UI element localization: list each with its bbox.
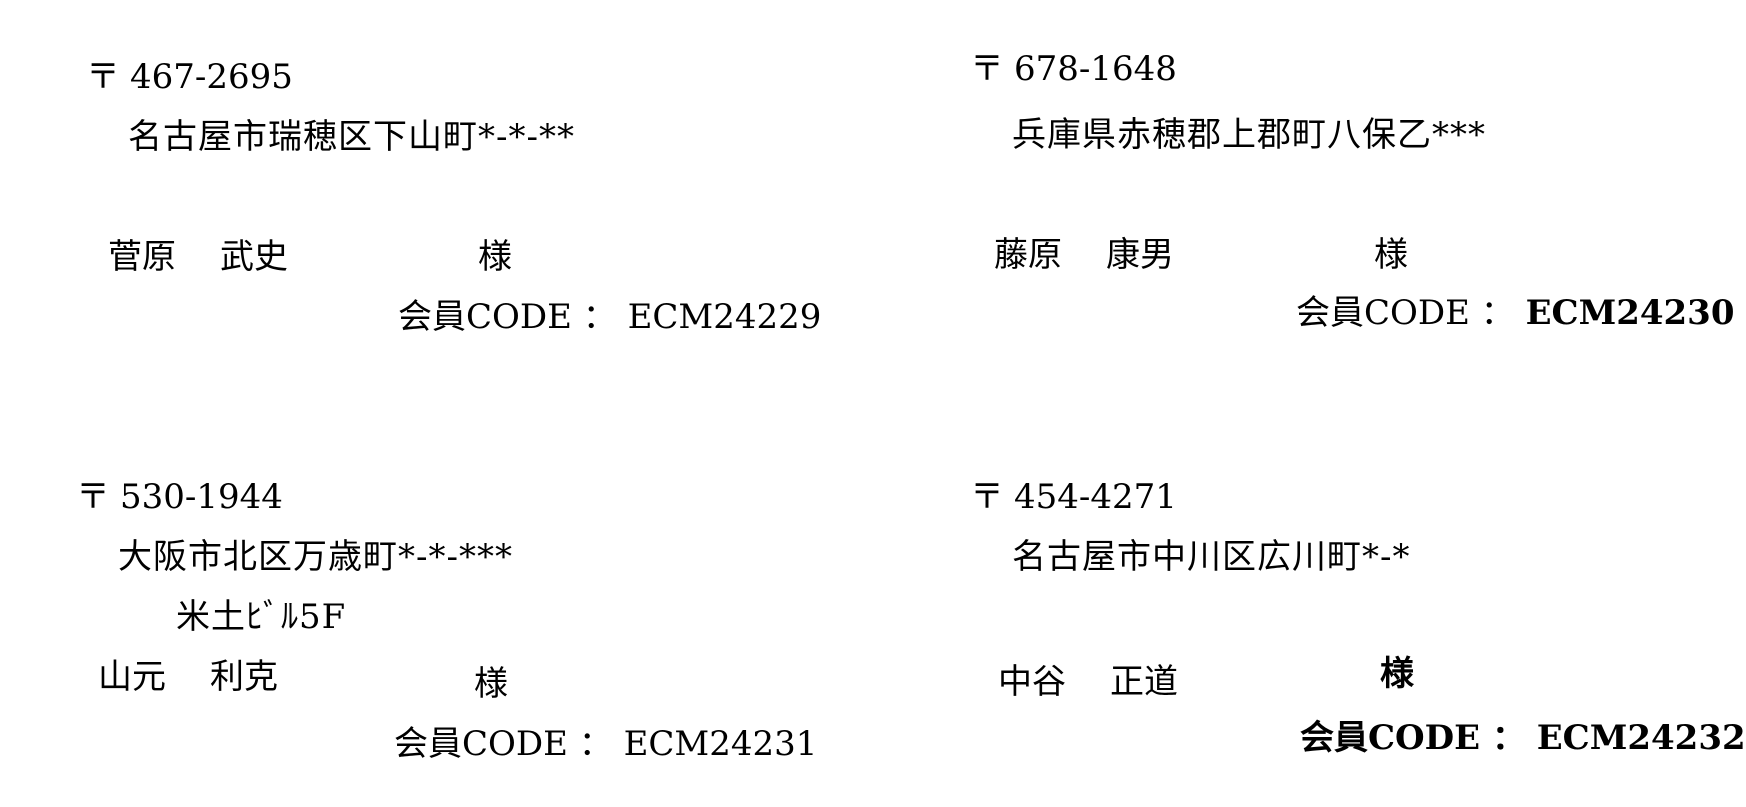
recipient-name: 山元 利克: [98, 660, 278, 694]
address-label-2: 〒678-1648 兵庫県赤穂郡上郡町八保乙*** 藤原 康男 様 会員CODE …: [860, 0, 1735, 400]
member-code: ECM24232: [1536, 718, 1746, 758]
recipient-name: 中谷 正道: [998, 665, 1178, 699]
member-code-label: 会員CODE ：: [398, 297, 617, 337]
address-label-4: 〒454-4271 名古屋市中川区広川町*-* 中谷 正道 様 会員CODE ： …: [860, 405, 1746, 805]
honorific: 様: [1374, 235, 1408, 275]
honorific: 様: [474, 664, 508, 704]
recipient-surname: 藤原: [994, 235, 1062, 275]
recipient-given-name: 武史: [220, 237, 288, 277]
recipient-surname: 山元: [98, 657, 166, 697]
address-line: 大阪市北区万歳町*-*-***: [118, 537, 513, 577]
postal-mark-icon: 〒: [86, 57, 120, 97]
recipient-surname: 菅原: [108, 237, 176, 277]
postal-line: 〒678-1648: [970, 52, 1177, 86]
postal-line: 〒454-4271: [970, 480, 1177, 514]
postal-line: 〒467-2695: [86, 60, 293, 94]
address-line: 兵庫県赤穂郡上郡町八保乙***: [1012, 115, 1486, 155]
postal-line: 〒530-1944: [76, 480, 283, 514]
postal-code: 678-1648: [1014, 49, 1177, 89]
recipient-given-name: 利克: [210, 657, 278, 697]
address-line-2: 米土ﾋﾞﾙ5F: [176, 597, 347, 637]
member-code-line: 会員CODE ： ECM24232: [1300, 721, 1746, 755]
member-code-label: 会員CODE ：: [1296, 293, 1515, 333]
address-line: 名古屋市瑞穂区下山町*-*-**: [128, 117, 575, 157]
honorific: 様: [1380, 654, 1414, 694]
address-line: 名古屋市中川区広川町*-*: [1012, 537, 1411, 577]
member-code-label: 会員CODE ：: [394, 724, 613, 764]
postal-mark-icon: 〒: [76, 477, 110, 517]
recipient-given-name: 正道: [1110, 662, 1178, 702]
postal-mark-icon: 〒: [970, 477, 1004, 517]
member-code-line: 会員CODE ： ECM24230: [1296, 296, 1735, 330]
recipient-name: 藤原 康男: [994, 238, 1174, 272]
member-code: ECM24229: [627, 297, 822, 337]
member-code: ECM24231: [623, 724, 818, 764]
member-code-line: 会員CODE ： ECM24231: [394, 727, 817, 761]
recipient-name: 菅原 武史: [108, 240, 288, 274]
recipient-given-name: 康男: [1106, 235, 1174, 275]
honorific: 様: [478, 237, 512, 277]
recipient-surname: 中谷: [998, 662, 1066, 702]
postal-code: 530-1944: [120, 477, 283, 517]
member-code-label: 会員CODE ：: [1300, 718, 1526, 758]
address-label-3: 〒530-1944 大阪市北区万歳町*-*-*** 米土ﾋﾞﾙ5F 山元 利克 様…: [0, 405, 860, 805]
address-label-1: 〒467-2695 名古屋市瑞穂区下山町*-*-** 菅原 武史 様 会員CODE…: [0, 0, 860, 400]
postal-code: 467-2695: [130, 57, 293, 97]
member-code-line: 会員CODE ： ECM24229: [398, 300, 821, 334]
postal-mark-icon: 〒: [970, 49, 1004, 89]
postal-code: 454-4271: [1014, 477, 1177, 517]
member-code: ECM24230: [1525, 293, 1735, 333]
